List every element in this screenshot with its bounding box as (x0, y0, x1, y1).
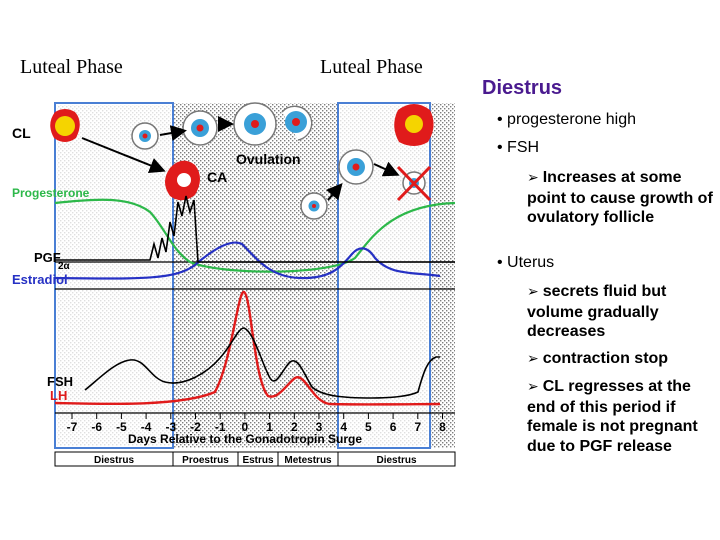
estradiol-label: Estradiol (12, 272, 68, 287)
luteal-phase-heading-left: Luteal Phase (20, 56, 123, 78)
bullet-progesterone: • progesterone high (497, 111, 637, 128)
uterus-subpoint-3-text: CL regresses at the end of this period i… (527, 378, 698, 455)
x-axis-title: Days Relative to the Gonadotropin Surge (128, 432, 362, 446)
follicle-icon (131, 122, 159, 150)
pgf2a-curve (55, 195, 455, 263)
day-tick-label: 2 (291, 420, 298, 434)
bullet-fsh: • FSH (497, 139, 540, 156)
day-tick-label: -1 (215, 420, 226, 434)
uterus-subpoint-2-text: contraction stop (542, 350, 669, 367)
fsh-label: FSH (47, 374, 73, 389)
arrow-bullet-icon: ➢ (527, 379, 539, 395)
day-tick-label: 7 (414, 420, 421, 434)
phase-label: Estrus (242, 455, 274, 466)
arrow-bullet-icon: ➢ (527, 284, 539, 300)
corpus-luteum-icon (50, 109, 80, 142)
day-tick-label: -6 (91, 420, 102, 434)
regressed-cl-icon (394, 104, 434, 146)
lh-curve (54, 290, 441, 406)
progesterone-label: Progesterone (12, 186, 90, 200)
uterus-subpoint-1-text: secrets fluid but volume gradually decre… (527, 283, 667, 340)
luteal-phase-heading-right: Luteal Phase (320, 56, 423, 78)
fsh-subpoint-text: Increases at some point to cause growth … (527, 169, 713, 226)
atretic-follicle-icon (396, 165, 432, 202)
bullet-uterus: • Uterus (497, 254, 555, 271)
phase-label: Proestrus (182, 455, 229, 466)
day-tick-label: 5 (365, 420, 372, 434)
day-tick-label: -4 (141, 420, 152, 434)
pgf-label: PGF (34, 250, 61, 265)
progesterone-curve (54, 198, 456, 273)
fsh-curve (84, 327, 440, 399)
phase-label: Metestrus (284, 455, 332, 466)
estrous-cycle-diagram: CL CA Ovulation Progesterone PGF 2α Estr… (12, 102, 456, 467)
phase-label: Diestrus (94, 455, 134, 466)
regressing-cl-icon (165, 160, 200, 201)
day-tick-label: -3 (165, 420, 176, 434)
ovulating-follicle-icon (281, 105, 313, 141)
day-tick-label: 8 (439, 420, 446, 434)
day-tick-label: 3 (316, 420, 323, 434)
follicle-icon (182, 110, 218, 146)
day-tick-label: 4 (340, 420, 347, 434)
arrow-bullet-icon: ➢ (527, 351, 539, 367)
uterus-subpoint-2: ➢contraction stop (527, 349, 717, 370)
pgf-subscript-label: 2α (58, 261, 71, 272)
cl-label: CL (12, 125, 31, 141)
arrow-bullet-icon: ➢ (527, 170, 539, 186)
day-tick-label: 0 (242, 420, 249, 434)
day-tick-label: -5 (116, 420, 127, 434)
lh-label: LH (50, 388, 67, 403)
day-tick-label: 1 (266, 420, 273, 434)
uterus-subpoint-3: ➢CL regresses at the end of this period … (527, 377, 717, 456)
day-tick-label: 6 (390, 420, 397, 434)
slide-title: Diestrus (482, 77, 563, 99)
phase-segment (337, 451, 456, 467)
follicle-icon (233, 102, 277, 146)
follicle-icon (338, 149, 374, 185)
follicle-icon (300, 192, 328, 220)
ovulation-label: Ovulation (236, 151, 301, 167)
fsh-subpoint: ➢Increases at some point to cause growth… (527, 168, 717, 228)
estradiol-curve (54, 241, 441, 280)
ca-label: CA (207, 169, 227, 185)
uterus-subpoint-1: ➢secrets fluid but volume gradually decr… (527, 282, 702, 342)
day-tick-label: -7 (67, 420, 78, 434)
phase-label: Diestrus (376, 455, 416, 466)
day-tick-label: -2 (190, 420, 201, 434)
